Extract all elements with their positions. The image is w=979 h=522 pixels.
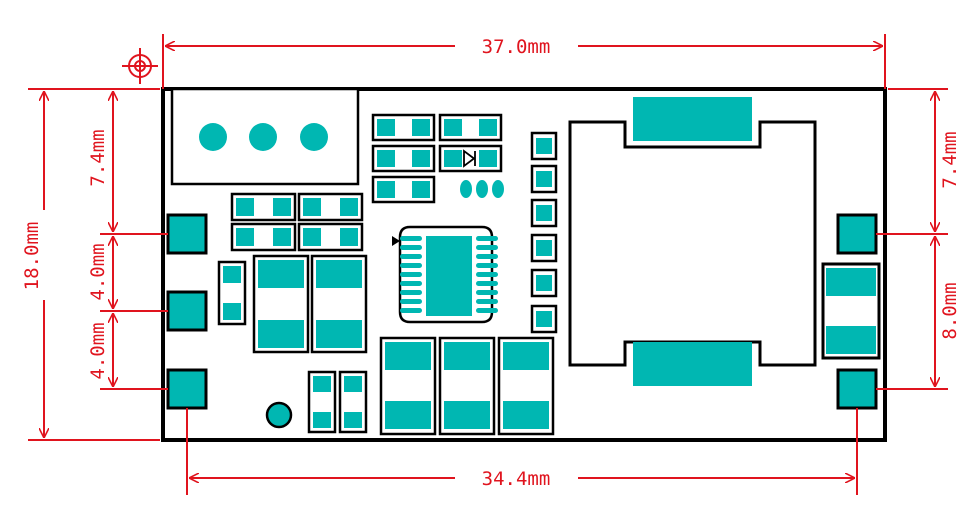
dim-bottom-width-label: 34.4mm bbox=[482, 468, 551, 490]
transformer bbox=[568, 97, 817, 386]
smd-capacitors-left bbox=[252, 254, 368, 354]
dim-top-width-label: 37.0mm bbox=[482, 36, 551, 58]
left-pin-1 bbox=[166, 213, 208, 255]
dim-right-pitch-label: 8.0mm bbox=[939, 282, 961, 339]
mounting-hole bbox=[265, 401, 293, 429]
ic-chip bbox=[392, 225, 498, 324]
smd-column bbox=[530, 131, 558, 334]
right-pin-1 bbox=[836, 213, 878, 255]
smd-left-middle bbox=[230, 192, 364, 252]
smd-vertical-left bbox=[217, 260, 247, 326]
pin1-marker-icon bbox=[392, 236, 400, 246]
left-pin-3 bbox=[166, 368, 208, 410]
right-pin-2 bbox=[836, 368, 878, 410]
dim-left-offset-label: 7.4mm bbox=[87, 129, 109, 186]
dim-left-pitch2-label: 4.0mm bbox=[87, 322, 109, 379]
smd-capacitors-bottom bbox=[379, 336, 555, 436]
dim-right-offset-label: 7.4mm bbox=[939, 131, 961, 188]
crosshair-target-icon bbox=[122, 48, 158, 84]
left-pin-2 bbox=[166, 290, 208, 332]
smd-bottom-small bbox=[307, 370, 368, 434]
dim-left-height-label: 18.0mm bbox=[21, 222, 43, 291]
right-large-smd bbox=[821, 262, 881, 360]
terminal-block bbox=[170, 87, 360, 186]
dim-left-pitch1-label: 4.0mm bbox=[87, 243, 109, 300]
diode-symbol-icon bbox=[463, 149, 476, 168]
smd-top-middle bbox=[371, 113, 504, 204]
left-pins bbox=[166, 213, 208, 410]
